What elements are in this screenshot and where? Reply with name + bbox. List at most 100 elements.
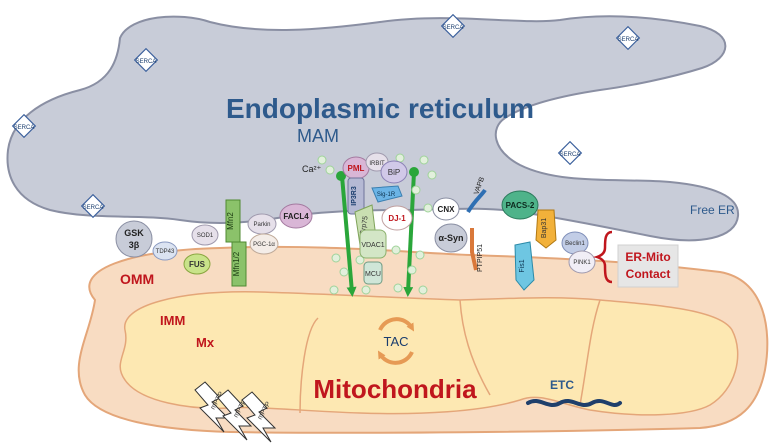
serca-pump: SERCA [557,140,583,166]
calcium-ion [325,165,335,175]
mitochondria-title: Mitochondria [313,374,477,404]
serca-label: SERCA [14,125,35,131]
free-er-label: Free ER [690,203,735,217]
etc-chain [526,399,622,407]
mfn2-label: Mfn2 [226,212,235,230]
ptpip51-protein: PTPIP51 [470,228,484,272]
facl4-label: FACL4 [283,212,309,221]
fus-label: FUS [189,260,206,269]
serca-pump: SERCA [615,25,641,51]
calcium-label: Ca²⁺ [302,164,322,174]
etc-label: ETC [550,378,574,392]
serca-label: SERCA [443,25,464,31]
crista [299,317,319,414]
bip-label: BiP [388,168,400,177]
serca-pump: SERCA [11,113,37,139]
pacs2-protein: PACS-2 [501,190,539,220]
calcium-channel-dot [409,167,419,177]
calcium-ion [391,245,401,255]
bip-protein: BiP [380,160,408,184]
gsk-label-line1: GSK [124,228,144,238]
calcium-ion [411,185,421,195]
calcium-ions [317,153,437,295]
sig1r-label: Sig-1R [377,192,396,198]
serca-pump: SERCA [80,193,106,219]
crista [579,299,601,406]
mam-label: MAM [297,126,339,146]
tdp43-protein: TDP43 [152,241,178,261]
alpha-syn-label: α-Syn [438,233,463,243]
serca-pump: SERCA [133,47,159,73]
pml-label: PML [348,164,365,173]
mfn2-protein: Mfn2 [225,199,241,243]
dj1-label: DJ-1 [388,214,406,223]
beclin1-label: Beclin1 [565,241,585,247]
calcium-channel-dot [336,171,346,181]
dj1-protein: DJ-1 [381,205,413,231]
vdac1-label: VDAC1 [361,242,384,249]
sod1-label: SOD1 [197,233,214,239]
calcium-ion [415,250,425,260]
cnx-label: CNX [438,205,456,214]
calcium-ion [427,170,437,180]
fis1-label: Fis1 [519,259,526,272]
pink1-label: PINK1 [573,260,591,266]
pink1-protein: PINK1 [568,250,596,274]
vdac1-protein: VDAC1 [359,229,387,259]
mfn12-label: Mfn1/2 [232,251,241,276]
mcu-label: MCU [365,271,381,278]
calcium-ion [393,283,403,293]
pgc1a-label: PGC-1α [253,242,275,248]
imm-label: IMM [160,313,185,328]
sod1-protein: SOD1 [191,224,219,246]
serca-label: SERCA [560,152,581,158]
serca-label: SERCA [618,37,639,43]
calcium-ion [331,253,341,263]
ip3r3-label: IP3R3 [351,186,358,206]
alpha-syn-protein: α-Syn [434,223,468,253]
ptpip51-label: PTPIP51 [477,244,484,272]
calcium-ion [339,267,349,277]
pgc1a-protein: PGC-1α [249,233,279,255]
gsk-label-line2: 3β [129,240,140,250]
calcium-ion [355,255,365,265]
ip3r3-protein: IP3R3 [347,177,365,215]
sig1r-protein: Sig-1R [371,185,403,203]
calcium-ion [395,153,405,163]
mx-label: Mx [196,335,215,350]
calcium-ion [361,285,371,295]
parkin-protein: Parkin [247,213,277,235]
mptp-pores: mPTP mPTP mPTP [194,381,277,443]
er-mito-contact: ER-Mito Contact [593,230,679,288]
bap31-label: Bap31 [541,218,548,238]
cnx-protein: CNX [432,197,460,221]
calcium-ion [407,265,417,275]
calcium-ion [329,285,339,295]
fis1-protein: Fis1 [514,241,535,291]
parkin-label: Parkin [253,222,270,228]
endoplasmic-reticulum [6,15,740,242]
er-title: Endoplasmic reticulum [226,93,534,124]
calcium-arrow [340,175,357,297]
serca-pumps: SERCA SERCA SERCA SERCA SERCA SERCA [11,13,641,219]
calcium-ion [423,203,433,213]
gsk3b-protein: GSK 3β [115,220,153,258]
tac-label: TAC [383,334,408,349]
pacs2-label: PACS-2 [506,201,535,210]
serca-pump: SERCA [440,13,466,39]
pml-protein: PML [342,156,370,180]
contact-label-box [617,244,679,288]
grp75-label: Grp75 [359,215,369,235]
tdp43-label: TDP43 [156,249,175,255]
irbit-label: IRBIT [369,161,385,167]
calcium-ion [419,155,429,165]
contact-label-line1: ER-Mito [625,250,670,264]
mcu-protein: MCU [363,261,383,285]
serca-label: SERCA [83,205,104,211]
bap31-protein: Bap31 [535,209,557,249]
omm-label: OMM [120,271,154,287]
tac-cycle: TAC [377,317,415,365]
facl4-protein: FACL4 [279,203,313,229]
mfn12-protein: Mfn1/2 [231,241,247,287]
